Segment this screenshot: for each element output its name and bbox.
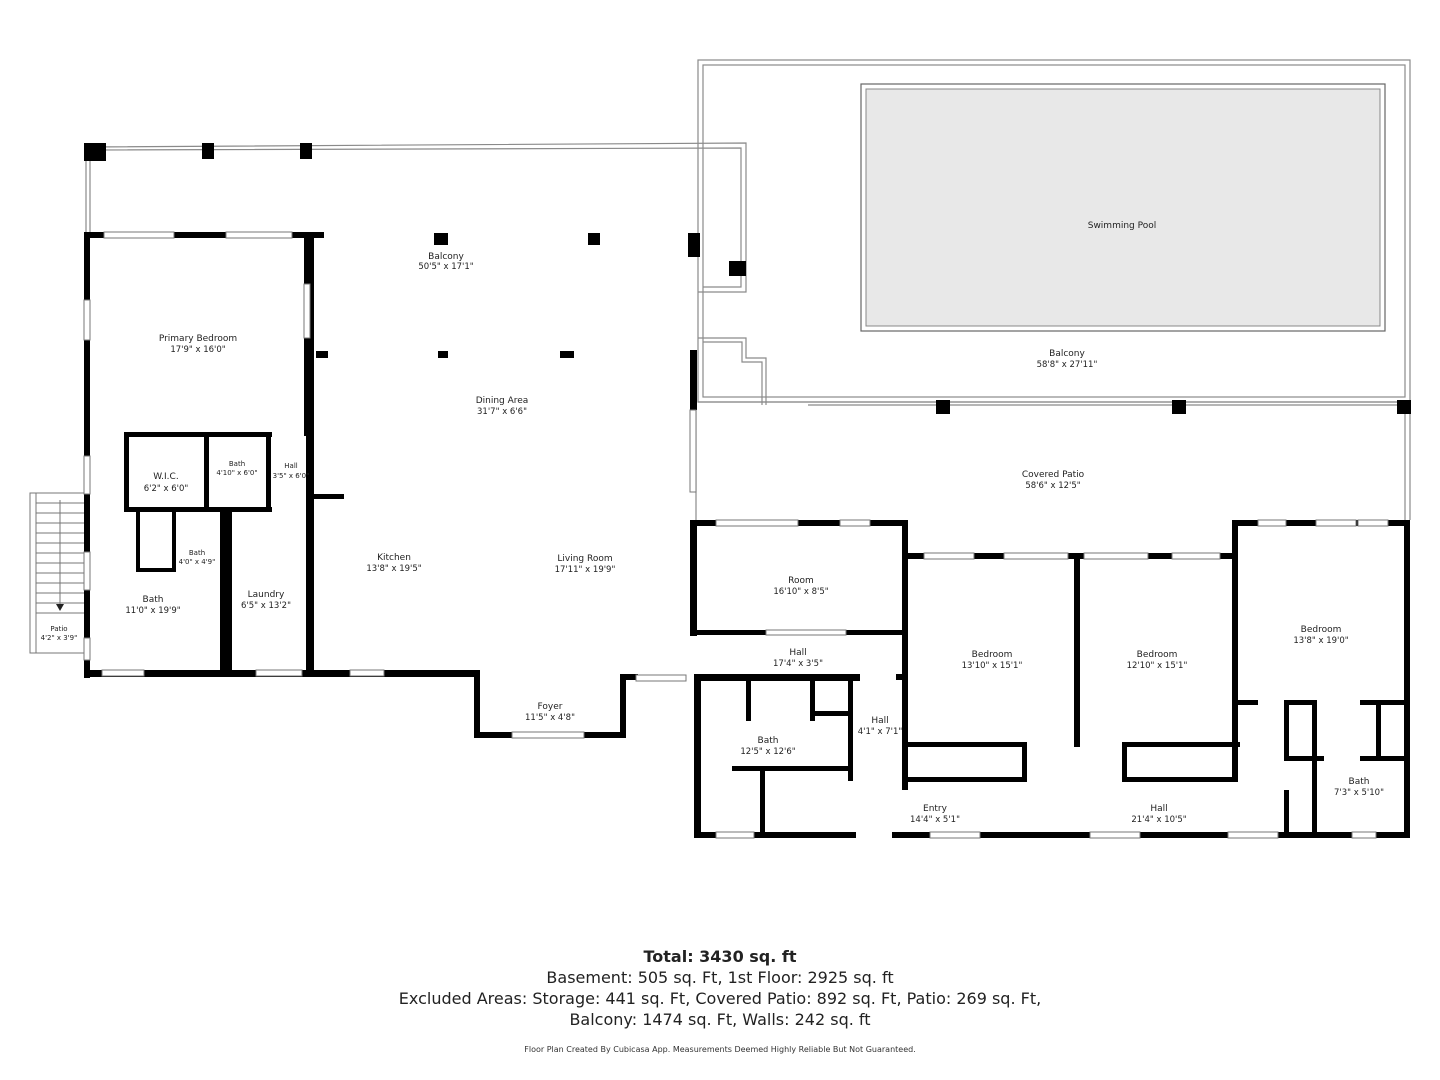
- disclaimer: Floor Plan Created By Cubicasa App. Meas…: [524, 1045, 916, 1054]
- floor-areas: Basement: 505 sq. Ft, 1st Floor: 2925 sq…: [546, 968, 894, 987]
- svg-text:17'9" x 16'0": 17'9" x 16'0": [170, 345, 225, 355]
- windows: [83, 231, 1389, 839]
- svg-text:58'6" x 12'5": 58'6" x 12'5": [1025, 481, 1080, 491]
- excluded-areas: Excluded Areas: Storage: 441 sq. Ft, Cov…: [398, 989, 1042, 1008]
- svg-text:Bath: Bath: [758, 736, 779, 746]
- svg-text:4'10" x 6'0": 4'10" x 6'0": [216, 469, 257, 477]
- svg-text:11'0" x 19'9": 11'0" x 19'9": [125, 606, 180, 616]
- svg-text:Dining Area: Dining Area: [476, 396, 529, 406]
- svg-text:7'3" x 5'10": 7'3" x 5'10": [1334, 788, 1384, 798]
- svg-text:Balcony: Balcony: [1049, 349, 1085, 359]
- svg-text:Living Room: Living Room: [557, 554, 612, 564]
- svg-text:17'4" x 3'5": 17'4" x 3'5": [773, 659, 823, 669]
- svg-text:Bath: Bath: [1349, 777, 1370, 787]
- svg-text:6'5" x 13'2": 6'5" x 13'2": [241, 601, 291, 611]
- svg-text:Swimming Pool: Swimming Pool: [1088, 221, 1157, 231]
- svg-text:Room: Room: [788, 576, 814, 586]
- svg-text:Patio: Patio: [50, 625, 67, 633]
- svg-text:6'2" x 6'0": 6'2" x 6'0": [144, 484, 189, 494]
- thin-outlines: [85, 59, 1411, 520]
- svg-text:17'11" x 19'9": 17'11" x 19'9": [555, 565, 616, 575]
- svg-text:12'5" x 12'6": 12'5" x 12'6": [740, 747, 795, 757]
- svg-text:Foyer: Foyer: [538, 702, 563, 712]
- svg-text:Hall: Hall: [871, 716, 888, 726]
- svg-text:16'10" x 8'5": 16'10" x 8'5": [773, 587, 828, 597]
- svg-text:13'10" x 15'1": 13'10" x 15'1": [962, 661, 1023, 671]
- svg-text:58'8" x 27'11": 58'8" x 27'11": [1037, 360, 1098, 370]
- total-area: Total: 3430 sq. ft: [643, 947, 797, 966]
- svg-text:W.I.C.: W.I.C.: [153, 472, 178, 482]
- svg-text:Entry: Entry: [923, 804, 948, 814]
- svg-text:13'8" x 19'5": 13'8" x 19'5": [366, 564, 421, 574]
- svg-text:Bath: Bath: [189, 549, 205, 557]
- svg-text:50'5" x 17'1": 50'5" x 17'1": [418, 262, 473, 272]
- label-wic: W.I.C. 6'2" x 6'0": [144, 472, 189, 494]
- svg-text:Hall: Hall: [789, 648, 806, 658]
- label-swimming-pool: Swimming Pool: [1088, 221, 1157, 231]
- excluded-areas-cont: Balcony: 1474 sq. Ft, Walls: 242 sq. ft: [569, 1010, 871, 1029]
- svg-text:3'5" x 6'0": 3'5" x 6'0": [273, 472, 310, 480]
- svg-text:Covered Patio: Covered Patio: [1022, 470, 1085, 480]
- svg-text:31'7" x 6'6": 31'7" x 6'6": [477, 407, 527, 417]
- svg-text:12'10" x 15'1": 12'10" x 15'1": [1127, 661, 1188, 671]
- svg-text:11'5" x 4'8": 11'5" x 4'8": [525, 713, 575, 723]
- svg-text:Laundry: Laundry: [248, 590, 285, 600]
- svg-text:Bedroom: Bedroom: [1137, 650, 1178, 660]
- svg-text:Bath: Bath: [143, 595, 164, 605]
- svg-text:Kitchen: Kitchen: [377, 553, 411, 563]
- label-hall-a: Hall 3'5" x 6'0": [273, 462, 310, 480]
- svg-text:Bath: Bath: [229, 460, 245, 468]
- svg-text:Bedroom: Bedroom: [1301, 625, 1342, 635]
- svg-text:14'4" x 5'1": 14'4" x 5'1": [910, 815, 960, 825]
- svg-text:Hall: Hall: [1150, 804, 1167, 814]
- svg-text:13'8" x 19'0": 13'8" x 19'0": [1293, 636, 1348, 646]
- svg-text:Primary Bedroom: Primary Bedroom: [159, 334, 237, 344]
- svg-text:4'1" x 7'1": 4'1" x 7'1": [858, 727, 903, 737]
- svg-text:4'2" x 3'9": 4'2" x 3'9": [41, 634, 78, 642]
- svg-text:Hall: Hall: [284, 462, 297, 470]
- stairs: [29, 492, 87, 654]
- area-summary: Total: 3430 sq. ft Basement: 505 sq. Ft,…: [0, 946, 1440, 1030]
- svg-text:21'4" x 10'5": 21'4" x 10'5": [1131, 815, 1186, 825]
- svg-text:4'0" x 4'9": 4'0" x 4'9": [179, 558, 216, 566]
- svg-text:Bedroom: Bedroom: [972, 650, 1013, 660]
- swimming-pool-shape: [860, 83, 1386, 332]
- svg-text:Balcony: Balcony: [428, 252, 464, 262]
